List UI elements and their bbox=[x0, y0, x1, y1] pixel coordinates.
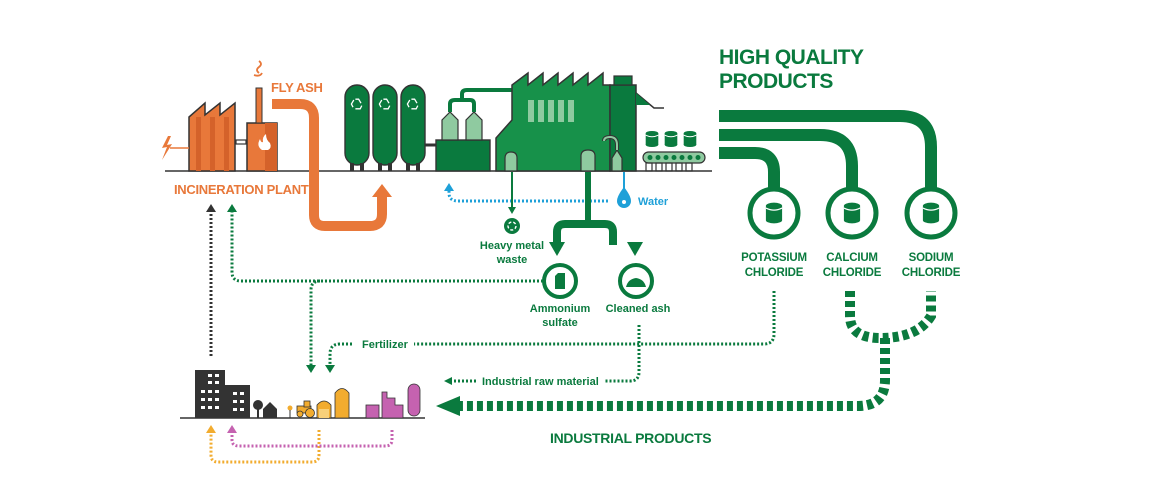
incineration-plant-label: INCINERATION PLANT bbox=[174, 182, 309, 197]
barrel-icon bbox=[683, 130, 697, 148]
tractor-icon bbox=[296, 400, 315, 418]
lightning-icon bbox=[162, 136, 172, 160]
svg-text:SODIUM: SODIUM bbox=[909, 252, 954, 264]
water-drop-icon bbox=[617, 187, 631, 208]
recirculation-loop bbox=[230, 212, 543, 366]
tank-icon bbox=[407, 383, 421, 417]
farm bbox=[287, 388, 350, 419]
split-arrow bbox=[549, 172, 643, 256]
incineration-plant bbox=[162, 60, 278, 172]
cleaned-ash-label: Cleaned ash bbox=[606, 303, 671, 315]
high-quality-title-line2: PRODUCTS bbox=[719, 70, 833, 93]
svg-text:CALCIUM: CALCIUM bbox=[826, 252, 878, 264]
product-pipes bbox=[719, 110, 937, 188]
product-sodium-chloride: SODIUM CHLORIDE bbox=[902, 186, 961, 279]
barrel-icon bbox=[922, 201, 940, 225]
fly-ash-pipe bbox=[272, 99, 387, 231]
barrel-icon bbox=[843, 201, 861, 225]
product-calcium-chloride: CALCIUM CHLORIDE bbox=[823, 186, 882, 279]
fire-icon bbox=[258, 134, 271, 150]
fertilizer-line bbox=[328, 291, 776, 366]
heavy-metal-label-line1: Heavy metal bbox=[480, 240, 544, 252]
svg-text:POTASSIUM: POTASSIUM bbox=[741, 252, 807, 264]
consumer-loops bbox=[209, 430, 394, 464]
silos bbox=[344, 84, 436, 171]
fly-ash-arrow bbox=[372, 184, 392, 197]
smoke-icon bbox=[253, 60, 263, 77]
barrel-icon bbox=[765, 201, 783, 225]
svg-text:CHLORIDE: CHLORIDE bbox=[823, 267, 882, 279]
treatment-factory bbox=[495, 71, 664, 172]
grain-silo-icon bbox=[334, 388, 350, 419]
svg-text:CHLORIDE: CHLORIDE bbox=[902, 267, 961, 279]
scrubber-unit bbox=[435, 88, 515, 172]
barrel-icon bbox=[664, 130, 678, 148]
industry bbox=[365, 383, 421, 419]
water-loop bbox=[444, 172, 631, 208]
industrial-raw-material-line bbox=[452, 325, 641, 383]
high-quality-title-line1: HIGH QUALITY bbox=[719, 46, 864, 69]
house-icon bbox=[263, 402, 277, 418]
ammonium-label-line1: Ammonium bbox=[530, 303, 591, 315]
fly-ash-label: FLY ASH bbox=[271, 80, 323, 95]
product-potassium-chloride: POTASSIUM CHLORIDE bbox=[741, 186, 807, 279]
svg-text:CHLORIDE: CHLORIDE bbox=[745, 267, 804, 279]
ammonium-label-line2: sulfate bbox=[542, 317, 577, 329]
industrial-raw-material-label: Industrial raw material bbox=[482, 376, 599, 388]
city-buildings bbox=[195, 370, 277, 418]
tree-icon bbox=[253, 400, 263, 410]
barrel-icon bbox=[645, 130, 659, 148]
heavy-metal-icon bbox=[504, 218, 520, 234]
industrial-products-arrow bbox=[436, 396, 460, 416]
conveyor-belt bbox=[642, 130, 706, 172]
industrial-products-label: INDUSTRIAL PRODUCTS bbox=[550, 430, 711, 446]
fertilizer-label: Fertilizer bbox=[362, 339, 409, 351]
factory-icon bbox=[381, 391, 404, 419]
heavy-metal-label-line2: waste bbox=[496, 254, 528, 266]
industrial-products-line bbox=[458, 291, 936, 411]
water-label: Water bbox=[638, 196, 669, 208]
